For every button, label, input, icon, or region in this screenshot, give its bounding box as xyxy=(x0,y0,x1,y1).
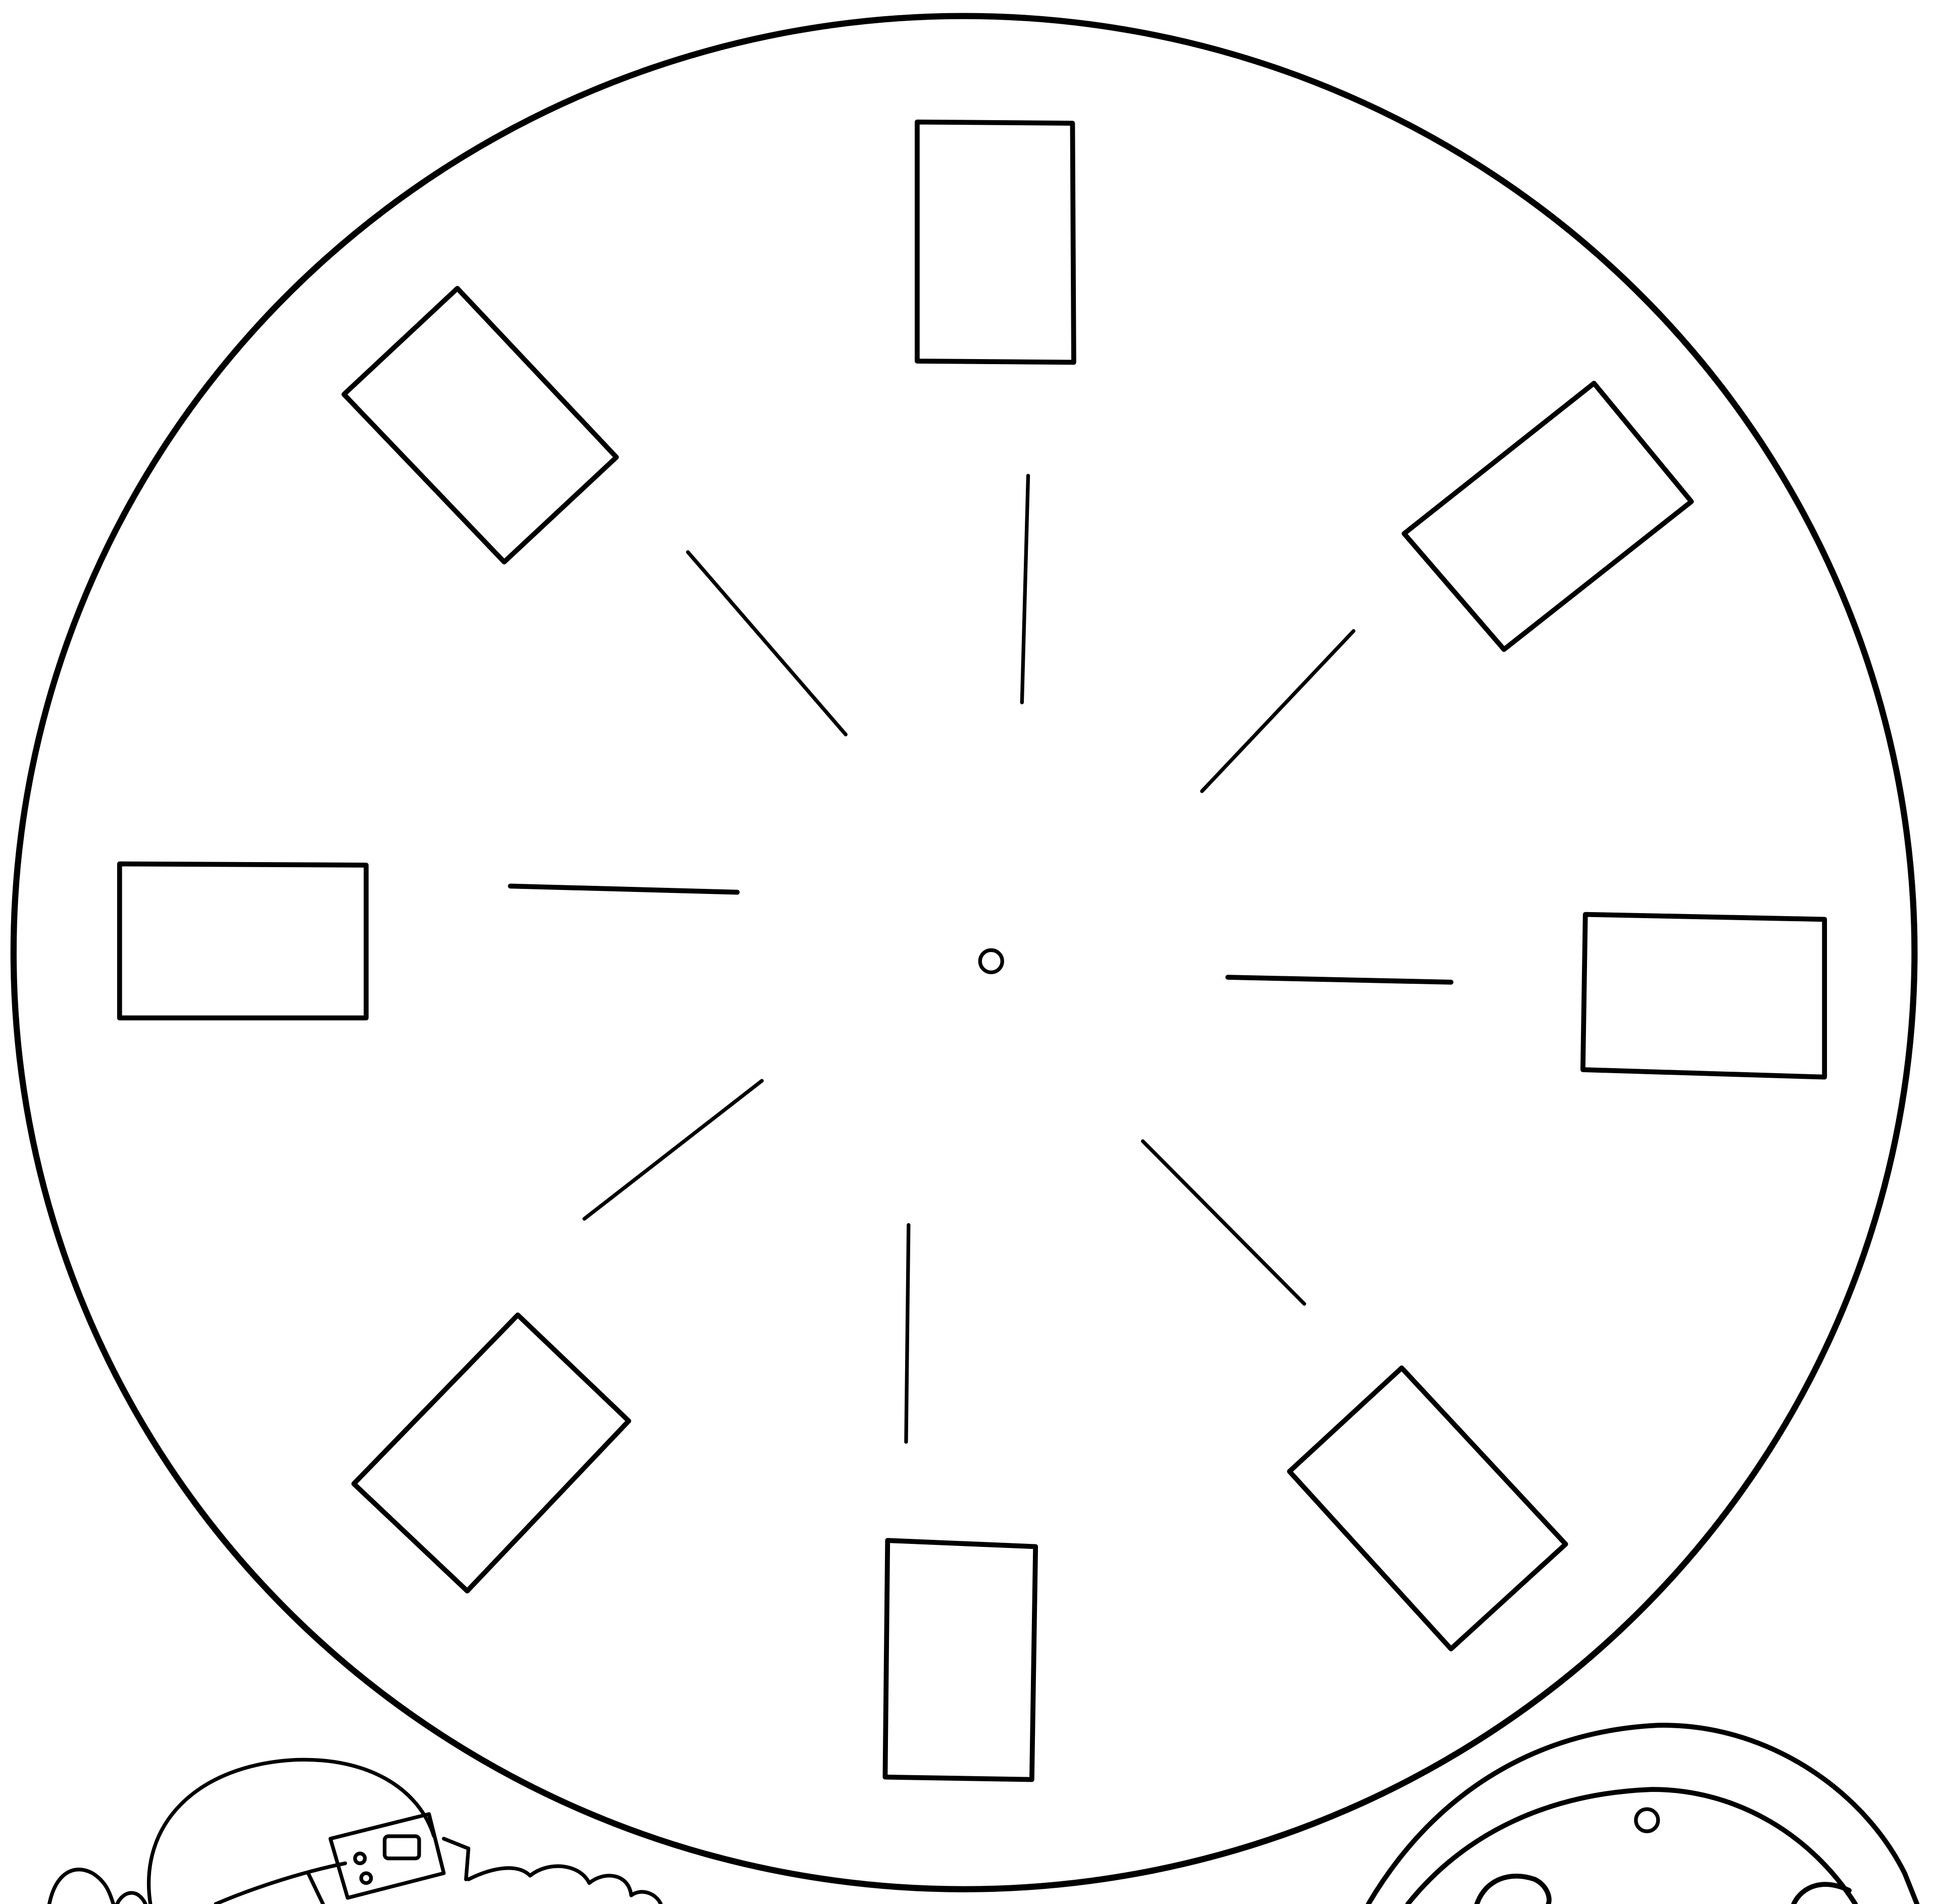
cartoon-character-clipart xyxy=(49,1760,661,1904)
spoke-line-top-right xyxy=(1202,631,1354,791)
right-hand-outline xyxy=(468,1866,661,1904)
answer-boxes xyxy=(120,122,1824,1780)
answer-box-left[interactable] xyxy=(120,864,366,1018)
character-head-outline xyxy=(149,1760,434,1904)
spoke-line-bottom-left xyxy=(584,1081,762,1219)
answer-box-top-left[interactable] xyxy=(344,288,616,562)
answer-box-bottom-right[interactable] xyxy=(1290,1368,1566,1649)
small-wheel-detail-right xyxy=(1794,1884,1849,1904)
spoke-line-top-left xyxy=(688,552,846,734)
character-body-outline xyxy=(216,1863,345,1904)
spoke-line-bottom xyxy=(906,1225,909,1441)
left-hand-outline xyxy=(49,1870,114,1904)
small-wheel-clipart xyxy=(1368,1725,1917,1904)
spoke-line-top xyxy=(1022,476,1028,703)
left-hand-finger xyxy=(117,1893,145,1904)
small-wheel-bolt xyxy=(1636,1809,1658,1831)
spoke-line-left xyxy=(510,886,737,892)
answer-box-top-right[interactable] xyxy=(1404,383,1692,649)
answer-box-top[interactable] xyxy=(917,122,1074,363)
wheel-hub xyxy=(980,950,1002,972)
spoke-line-bottom-right xyxy=(1143,1141,1305,1304)
camera-icon xyxy=(308,1814,468,1904)
small-wheel-inner-rim xyxy=(1408,1789,1855,1904)
spoke-line-right xyxy=(1228,977,1451,982)
answer-box-right[interactable] xyxy=(1583,915,1824,1077)
small-wheel-detail-left xyxy=(1477,1876,1549,1904)
answer-box-bottom[interactable] xyxy=(885,1540,1035,1779)
answer-box-bottom-left[interactable] xyxy=(354,1315,628,1591)
